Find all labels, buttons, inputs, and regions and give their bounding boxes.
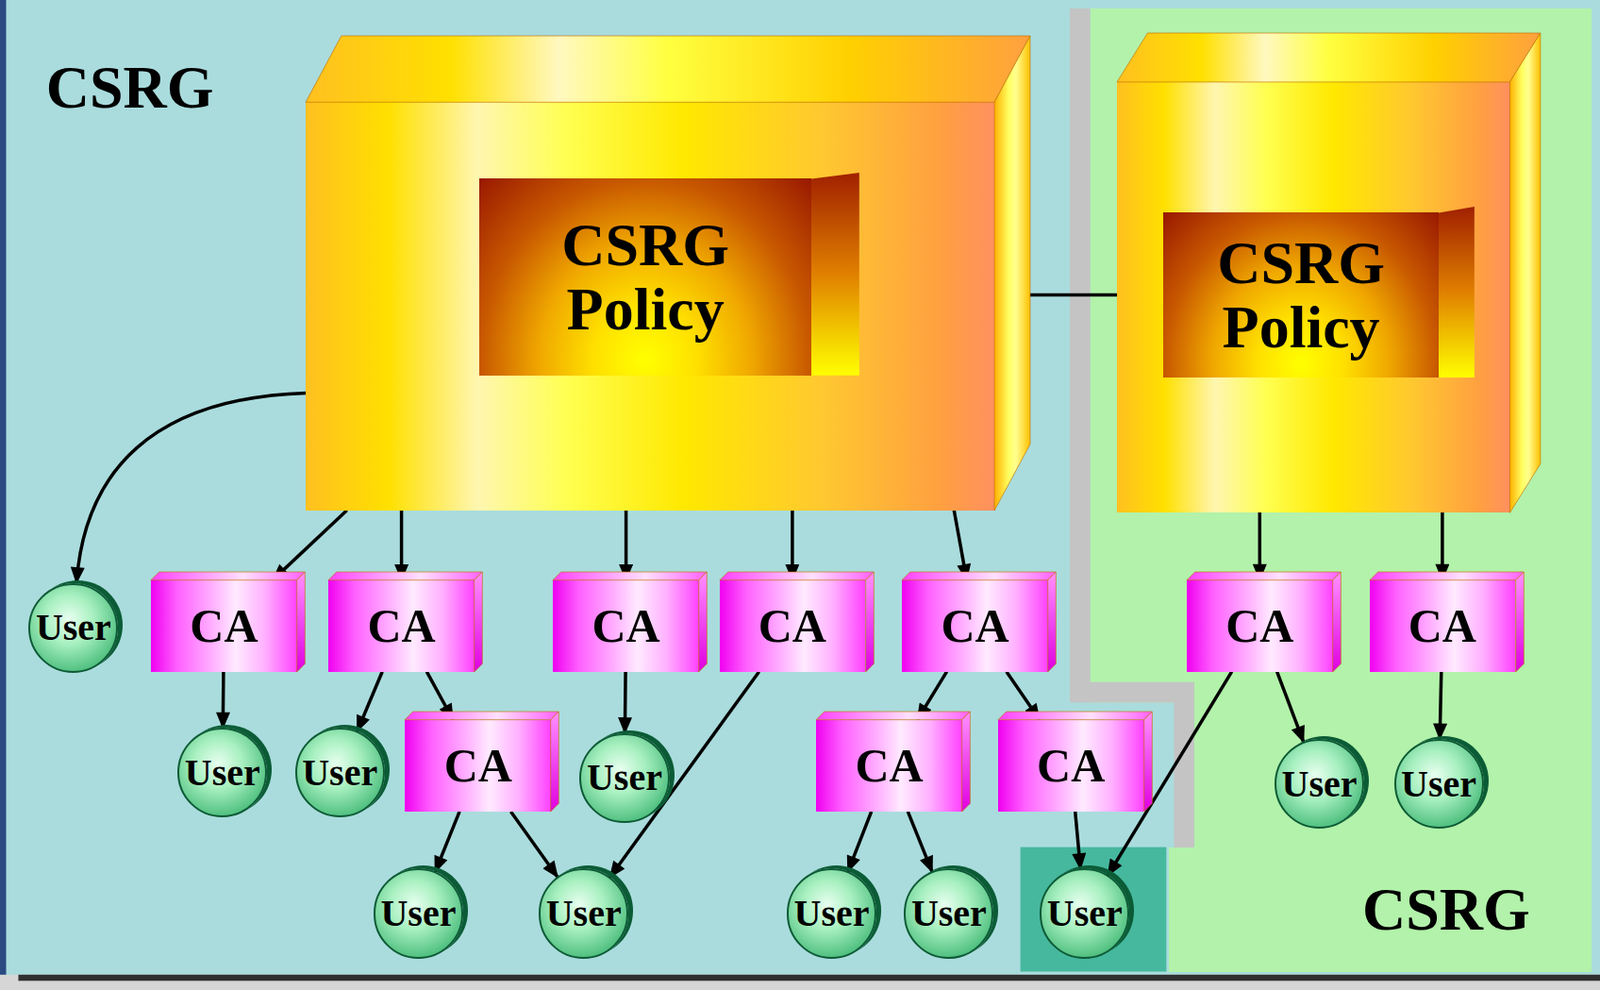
arrow-connector — [76, 392, 306, 583]
arrow-connector — [907, 811, 933, 872]
user-circle: User — [786, 867, 877, 958]
user-label: User — [1047, 893, 1123, 934]
user-circle: User — [28, 583, 118, 673]
arrow-connector — [511, 811, 559, 877]
arrow-connector — [272, 510, 347, 581]
ca-label: CA — [758, 600, 827, 651]
policy-label: CSRG Policy — [522, 213, 768, 340]
arrow-connector — [848, 811, 872, 872]
left-edge — [0, 0, 6, 975]
ca-label: CA — [1036, 740, 1105, 791]
ca-label: CA — [1225, 600, 1294, 651]
region-label: CSRG — [1362, 877, 1531, 941]
ca-box: CA — [998, 719, 1145, 812]
user-label: User — [301, 752, 378, 793]
ca-box: CA — [150, 579, 298, 671]
user-circle: User — [373, 867, 464, 958]
user-label: User — [184, 752, 261, 793]
user-label: User — [380, 893, 456, 934]
ca-label: CA — [591, 600, 660, 651]
arrow-connector — [400, 510, 404, 581]
arrow-connector — [357, 671, 384, 732]
user-circle: User — [295, 727, 385, 817]
user-label: User — [546, 893, 622, 934]
user-label: User — [794, 893, 870, 934]
policy-bevel — [1438, 206, 1475, 378]
arrow-connector — [1075, 811, 1082, 869]
user-circle: User — [903, 867, 994, 958]
arrow-connector — [790, 510, 795, 581]
arrow-connector — [434, 811, 460, 872]
policy-box: CSRG Policy — [479, 178, 812, 376]
ca-box: CA — [719, 579, 867, 671]
user-label: User — [586, 757, 663, 798]
arrow-connector — [623, 671, 628, 734]
arrow-connector — [953, 510, 967, 581]
ca-label: CA — [444, 740, 513, 791]
arrow-connector — [624, 510, 629, 581]
user-label: User — [911, 893, 987, 934]
user-circle: User — [579, 733, 669, 823]
ca-label: CA — [940, 600, 1009, 651]
region-label: CSRG — [46, 55, 215, 119]
policy-domain-box: CSRG Policy — [1116, 82, 1510, 513]
user-label: User — [35, 607, 112, 648]
ca-box: CA — [552, 579, 700, 671]
ca-label: CA — [367, 600, 436, 651]
user-circle: User — [1394, 738, 1484, 829]
bottom-edge — [17, 974, 1600, 981]
user-label: User — [1400, 764, 1477, 804]
ca-box: CA — [328, 579, 475, 671]
ca-box: CA — [404, 719, 551, 812]
ca-box: CA — [816, 719, 963, 812]
shared-cell — [1020, 847, 1167, 972]
ca-box: CA — [1369, 579, 1517, 671]
policy-bevel — [811, 172, 860, 376]
user-circle: User — [538, 867, 629, 958]
ca-label: CA — [1408, 600, 1477, 651]
ca-box: CA — [1186, 579, 1334, 671]
policy-box: CSRG Policy — [1163, 212, 1439, 378]
user-circle: User — [177, 727, 267, 817]
user-circle: User — [1039, 867, 1130, 958]
user-label: User — [1282, 764, 1358, 804]
ca-label: CA — [855, 740, 924, 791]
policy-domain-box: CSRG Policy — [305, 101, 995, 511]
ca-box: CA — [901, 579, 1049, 671]
arrow-connector — [221, 671, 226, 729]
user-circle: User — [1274, 738, 1365, 829]
ca-label: CA — [189, 600, 258, 651]
policy-label: CSRG Policy — [1178, 231, 1424, 358]
domain-region-right: CSRG CSRG PolicyCA CA User User — [1069, 8, 1593, 972]
